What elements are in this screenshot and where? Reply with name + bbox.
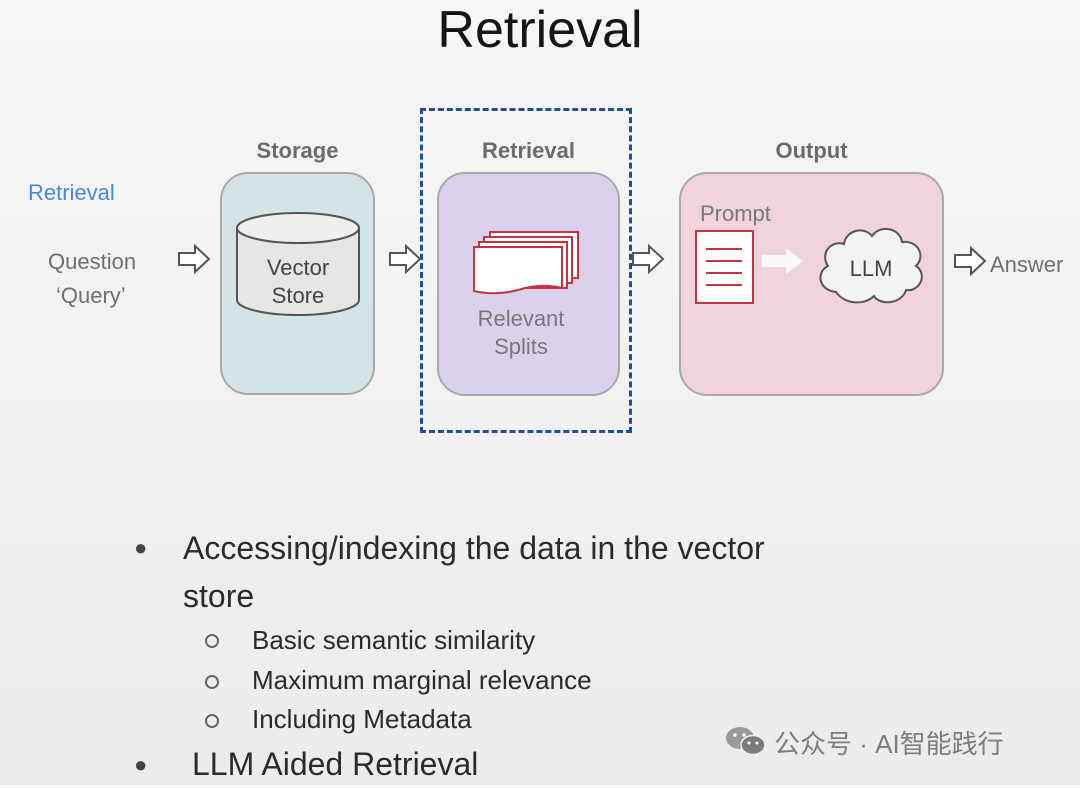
sub-bullet-3: Including Metadata bbox=[252, 704, 472, 734]
question-line-1: Question bbox=[48, 249, 137, 274]
watermark-text: 公众号 · AI智能践行 bbox=[774, 729, 1004, 759]
prompt-to-llm-arrow-icon bbox=[762, 248, 803, 274]
page-title: Retrieval bbox=[437, 1, 643, 59]
retrieval-highlight-frame bbox=[420, 108, 632, 433]
llm-label: LLM bbox=[849, 256, 893, 281]
prompt-label: Prompt bbox=[700, 201, 771, 226]
vector-store-line-1: Vector bbox=[266, 255, 330, 280]
sub-bullet-2: Maximum marginal relevance bbox=[252, 665, 592, 695]
relevant-splits-line-1: Relevant bbox=[477, 306, 565, 331]
question-line-2: ‘Query’ bbox=[56, 283, 126, 308]
retrieval-header: Retrieval bbox=[482, 138, 575, 163]
bullet-2: LLM Aided Retrieval bbox=[192, 746, 479, 782]
bullet-dot: ● bbox=[134, 752, 148, 777]
flow-arrow-icon bbox=[389, 244, 422, 274]
document-stack-icon bbox=[473, 231, 579, 295]
relevant-splits-label: Relevant Splits bbox=[437, 305, 605, 361]
database-cylinder-icon bbox=[236, 212, 360, 316]
sub-bullet-circle bbox=[205, 714, 219, 728]
answer-label: Answer bbox=[990, 252, 1064, 277]
side-label: Retrieval bbox=[28, 180, 115, 205]
vector-store-label: Vector Store bbox=[234, 254, 362, 310]
wechat-icon bbox=[726, 727, 766, 756]
sub-bullet-circle bbox=[205, 675, 219, 689]
flow-arrow-icon bbox=[178, 244, 211, 274]
flow-arrow-icon bbox=[632, 244, 665, 274]
vector-store-line-2: Store bbox=[271, 283, 325, 308]
flow-arrow-icon bbox=[954, 246, 987, 276]
sub-bullet-1: Basic semantic similarity bbox=[252, 625, 536, 655]
relevant-splits-line-2: Splits bbox=[494, 334, 548, 359]
storage-header: Storage bbox=[256, 138, 339, 163]
output-header: Output bbox=[775, 138, 848, 163]
bullet-1: Accessing/indexing the data in the vecto… bbox=[183, 524, 765, 620]
bullet-1-line-2: store bbox=[183, 578, 255, 614]
bullet-1-line-1: Accessing/indexing the data in the vecto… bbox=[183, 530, 765, 566]
prompt-document-icon bbox=[695, 230, 754, 304]
question-label: Question ‘Query’ bbox=[48, 245, 136, 313]
cloud-icon bbox=[819, 227, 923, 304]
sub-bullet-circle bbox=[205, 634, 219, 648]
bullet-dot: ● bbox=[134, 535, 148, 560]
